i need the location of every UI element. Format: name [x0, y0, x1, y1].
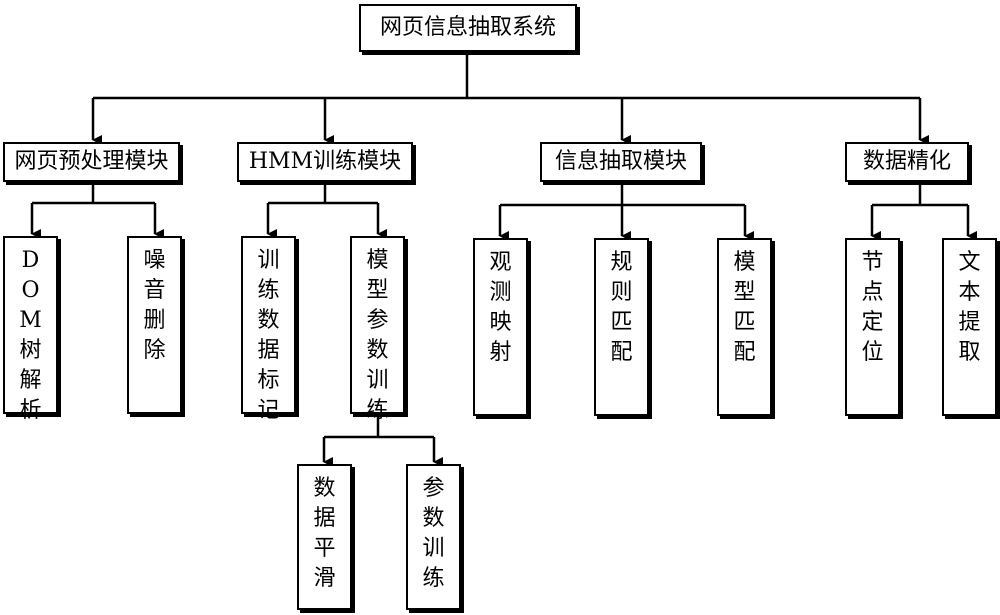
- leaf-training-data-tagging-label: 训练数据标记: [257, 248, 280, 423]
- root-label: 网页信息抽取系统: [379, 15, 556, 40]
- module-preprocess: 网页预处理模块: [3, 142, 180, 182]
- leaf-rule-matching-label: 规则匹配: [610, 250, 633, 365]
- leaf-observation-mapping: 观测映射: [473, 238, 528, 416]
- module-refinement: 数据精化: [845, 142, 969, 182]
- leaf-noise-removal-label: 噪音删除: [143, 248, 166, 363]
- leaf-text-extraction-label: 文本提取: [958, 250, 981, 365]
- module-extraction: 信息抽取模块: [540, 142, 702, 182]
- leaf-parameter-training: 参数训练: [406, 464, 461, 610]
- leaf-rule-matching: 规则匹配: [594, 238, 649, 416]
- leaf-training-data-tagging: 训练数据标记: [241, 236, 296, 423]
- module-preprocess-label: 网页预处理模块: [14, 149, 169, 174]
- leaf-model-param-training-label: 模型参数训练: [366, 248, 389, 423]
- module-hmm-training: HMM训练模块: [237, 142, 413, 182]
- module-refinement-label: 数据精化: [862, 149, 951, 174]
- leaf-observation-mapping-label: 观测映射: [489, 250, 512, 365]
- leaf-model-matching-label: 模型匹配: [733, 250, 756, 365]
- root-node: 网页信息抽取系统: [359, 4, 577, 52]
- leaf-model-param-training: 模型参数训练: [350, 236, 405, 423]
- leaf-parameter-training-label: 参数训练: [422, 476, 445, 591]
- module-extraction-label: 信息抽取模块: [554, 149, 687, 174]
- leaf-node-locating: 节点定位: [845, 238, 900, 416]
- leaf-node-locating-label: 节点定位: [861, 250, 884, 365]
- leaf-data-smoothing: 数据平滑: [297, 464, 352, 610]
- leaf-data-smoothing-label: 数据平滑: [313, 476, 336, 591]
- leaf-text-extraction: 文本提取: [942, 238, 997, 416]
- leaf-model-matching: 模型匹配: [717, 238, 772, 416]
- leaf-noise-removal: 噪音删除: [127, 236, 182, 414]
- module-hmm-training-label: HMM训练模块: [248, 149, 402, 174]
